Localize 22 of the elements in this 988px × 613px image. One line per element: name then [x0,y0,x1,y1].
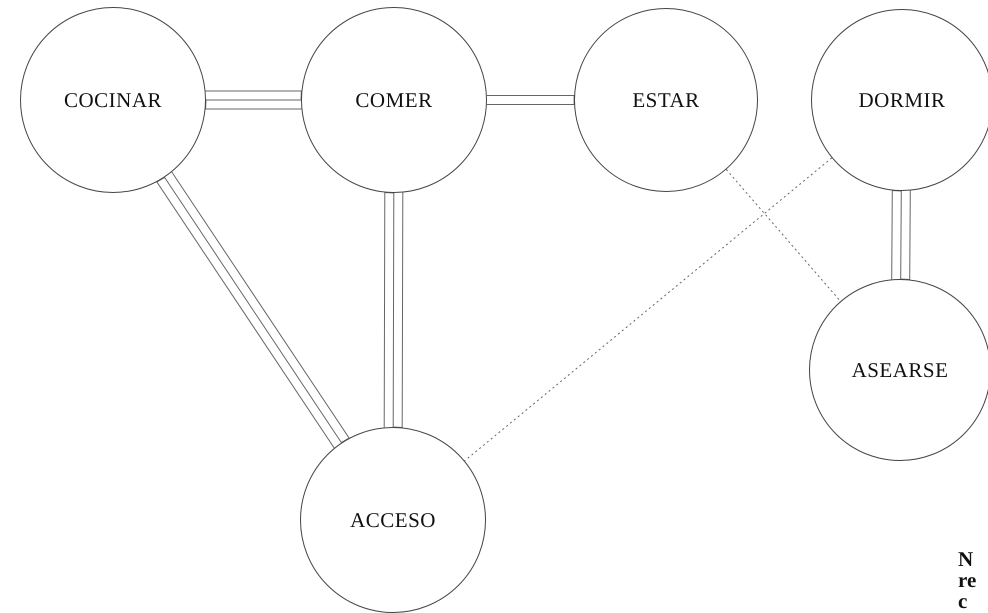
room-name: ESTAR [632,88,700,112]
room-circle [20,7,206,193]
room-circle [301,7,487,193]
connector-line [726,169,841,302]
room-circle [300,427,486,613]
connector-line [464,157,832,462]
connector-line [891,190,911,280]
room-circle [811,9,988,191]
connector-line [205,90,302,110]
room-circle [574,8,758,192]
note-text: N [958,549,974,570]
note-text: c [958,591,968,612]
room-name: DORMIR [858,88,946,112]
room-name: COMER [355,88,433,112]
connector-line [156,172,350,448]
room-name: ACCESO [350,508,436,532]
connector-line [384,192,404,428]
room-name: ASEARSE [852,358,948,382]
room-circle [809,279,988,461]
room-name: COCINAR [64,88,162,112]
note-text: re [958,570,976,591]
connector-line [486,95,575,105]
